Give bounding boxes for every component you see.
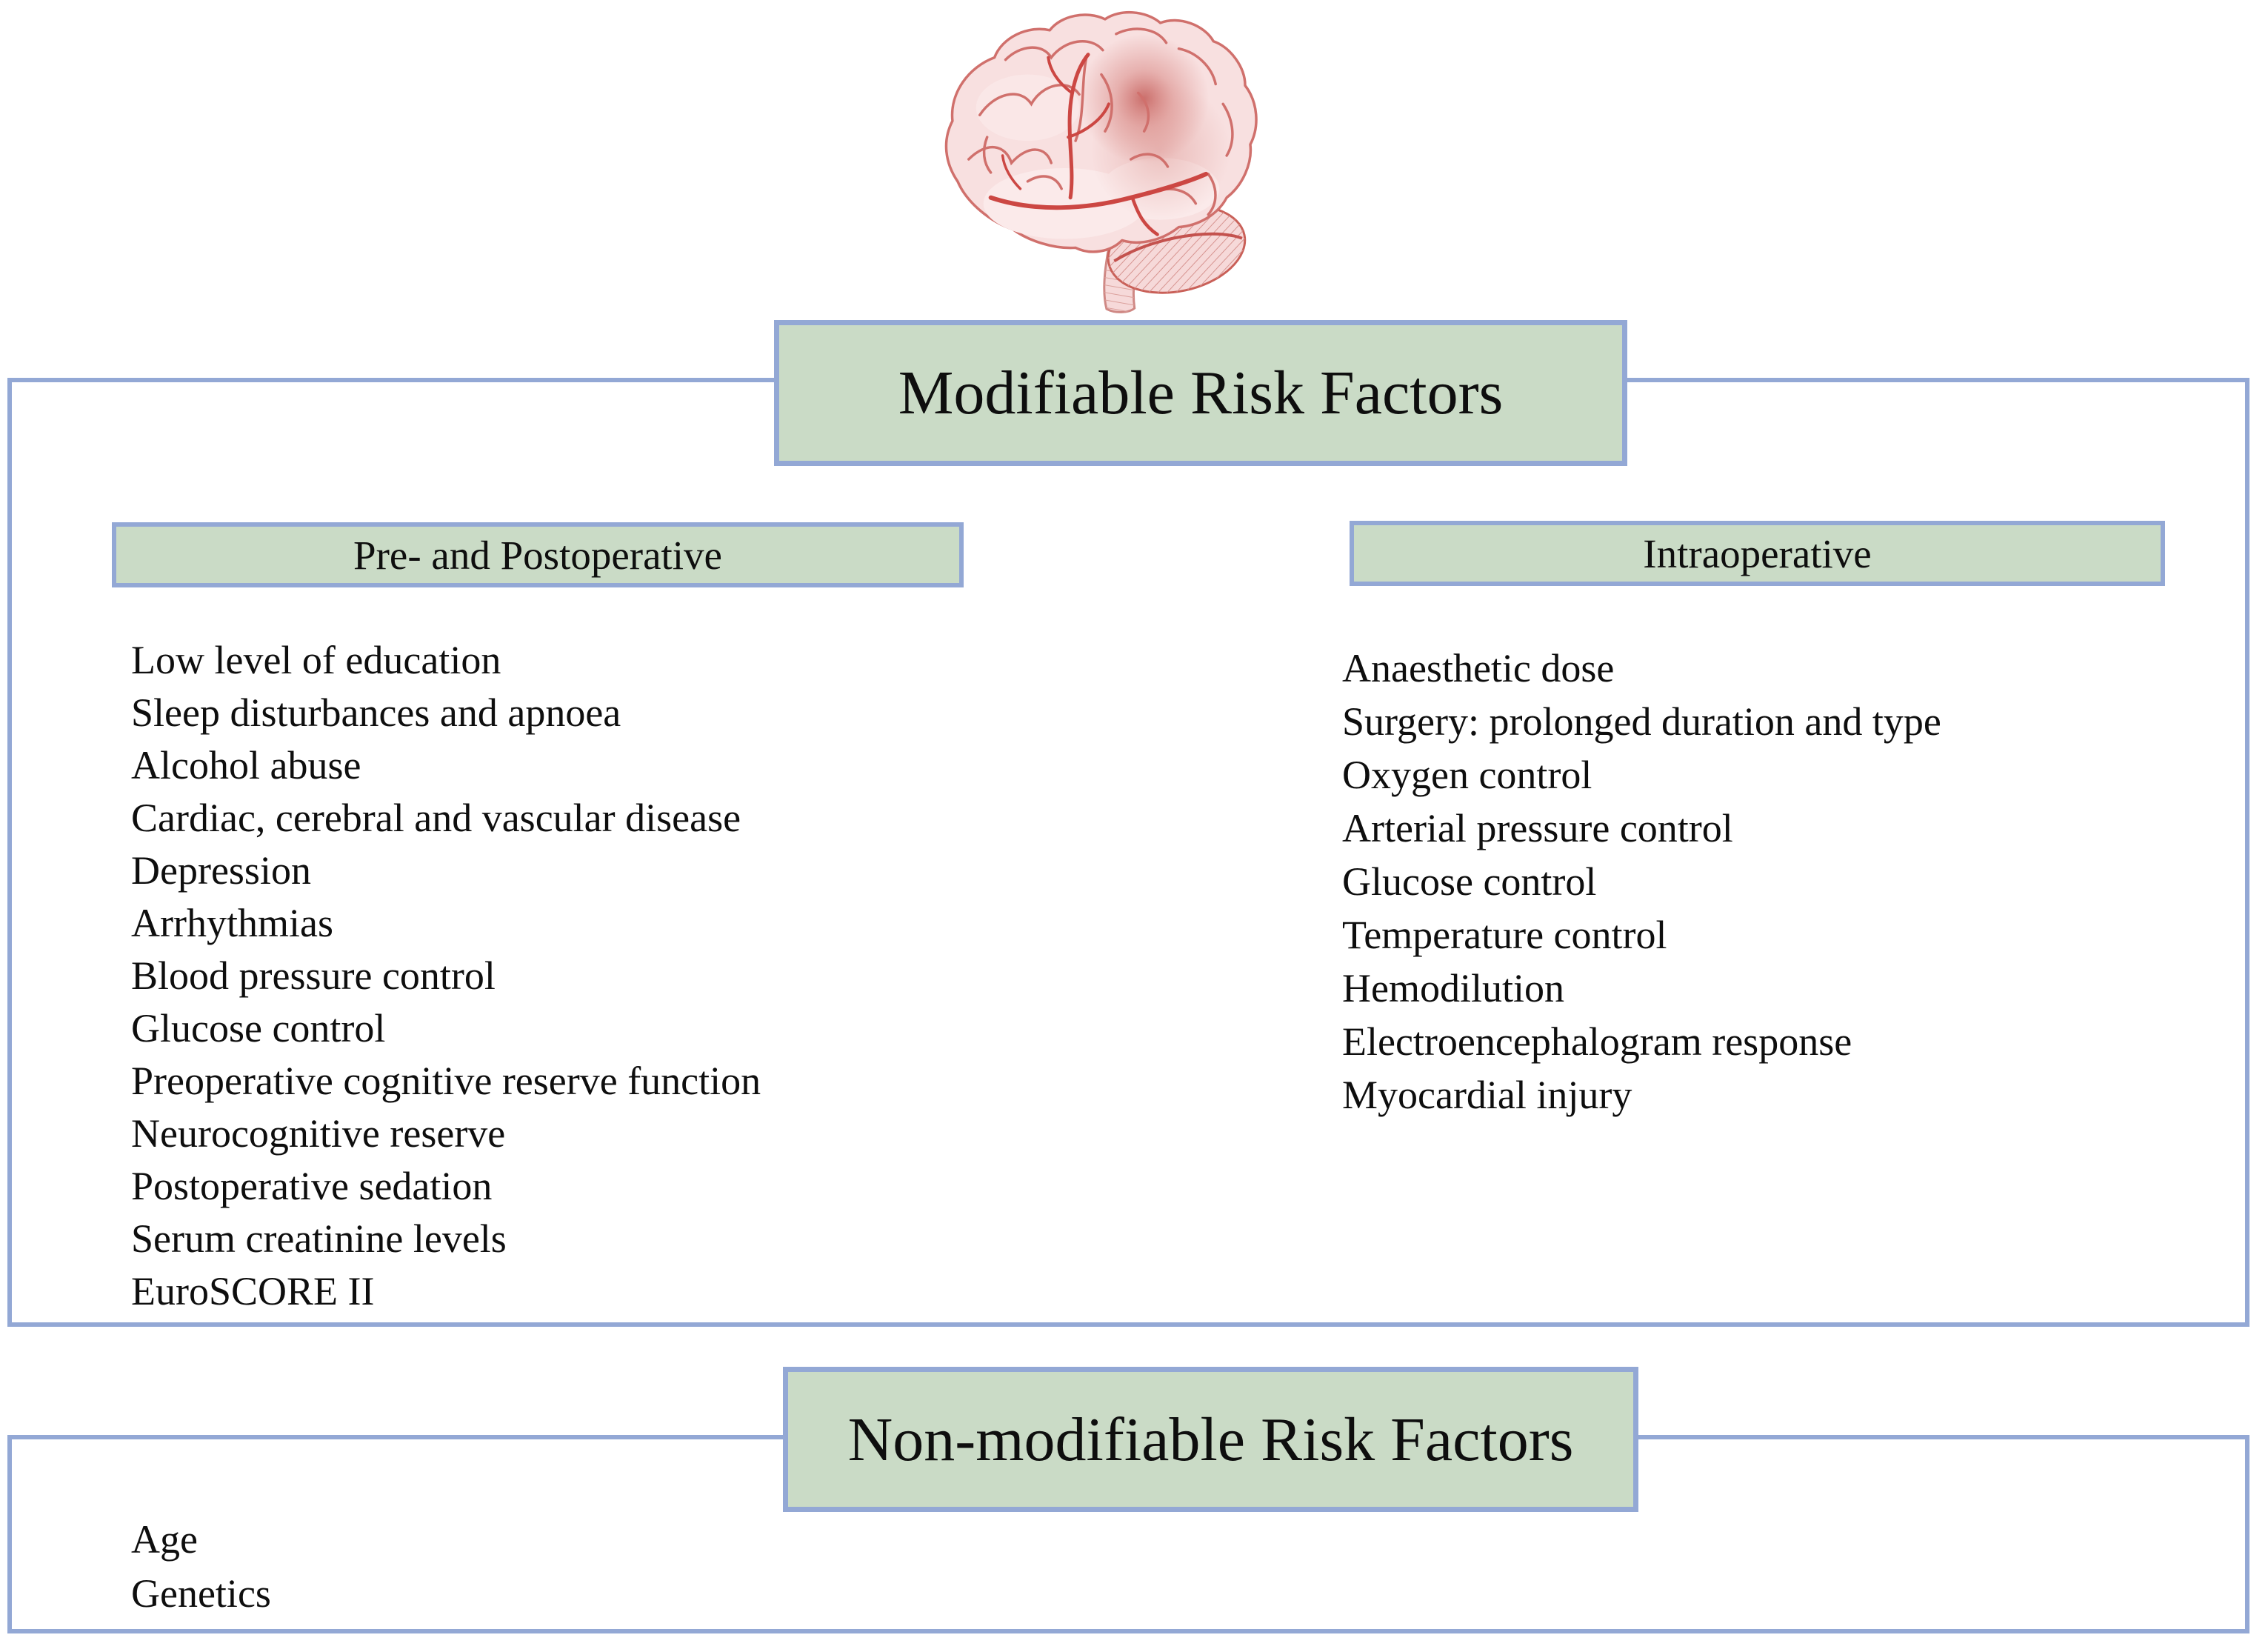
non-modifiable-title: Non-modifiable Risk Factors bbox=[847, 1405, 1574, 1474]
list-item: Arterial pressure control bbox=[1342, 806, 1733, 850]
list-item: Glucose control bbox=[131, 1006, 386, 1050]
list-item: Surgery: prolonged duration and type bbox=[1342, 699, 1941, 744]
brain-icon bbox=[917, 4, 1271, 314]
list-item: Depression bbox=[131, 848, 311, 893]
modifiable-title: Modifiable Risk Factors bbox=[898, 359, 1504, 427]
non-modifiable-title-box: Non-modifiable Risk Factors bbox=[783, 1367, 1638, 1512]
list-item: Glucose control bbox=[1342, 859, 1597, 904]
list-item: Cardiac, cerebral and vascular disease bbox=[131, 796, 741, 840]
list-item: Preoperative cognitive reserve function bbox=[131, 1059, 761, 1103]
brain-illustration bbox=[944, 11, 1258, 313]
list-item: Serum creatinine levels bbox=[131, 1216, 507, 1261]
list-item: Arrhythmias bbox=[131, 901, 333, 945]
modifiable-title-box: Modifiable Risk Factors bbox=[774, 320, 1627, 466]
list-item: Myocardial injury bbox=[1342, 1073, 1632, 1117]
list-item: Hemodilution bbox=[1342, 966, 1564, 1010]
list-item: Age bbox=[131, 1517, 198, 1562]
list-item: Temperature control bbox=[1342, 913, 1667, 957]
list-item: Blood pressure control bbox=[131, 953, 496, 998]
list-item: Genetics bbox=[131, 1571, 271, 1616]
list-item: Sleep disturbances and apnoea bbox=[131, 690, 621, 735]
prepost-column-header-box: Pre- and Postoperative bbox=[112, 522, 964, 587]
intraoperative-column-header-box: Intraoperative bbox=[1350, 521, 2165, 586]
prepost-column-header: Pre- and Postoperative bbox=[353, 532, 722, 578]
list-item: Low level of education bbox=[131, 638, 501, 682]
list-item: Anaesthetic dose bbox=[1342, 646, 1615, 690]
list-item: Alcohol abuse bbox=[131, 743, 361, 787]
list-item: Oxygen control bbox=[1342, 753, 1592, 797]
intraoperative-column-header: Intraoperative bbox=[1643, 530, 1872, 576]
list-item: EuroSCORE II bbox=[131, 1269, 375, 1313]
list-item: Postoperative sedation bbox=[131, 1164, 493, 1208]
list-item: Electroencephalogram response bbox=[1342, 1019, 1852, 1064]
list-item: Neurocognitive reserve bbox=[131, 1111, 506, 1156]
